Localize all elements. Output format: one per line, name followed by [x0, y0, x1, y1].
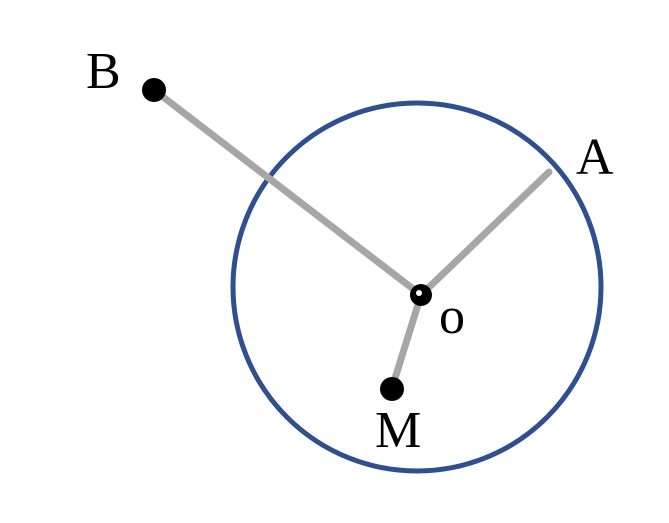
- segment-oa: [417, 168, 553, 299]
- point-b: [142, 78, 166, 102]
- label-a: A: [576, 129, 614, 186]
- label-m: M: [375, 402, 421, 459]
- segment-ob: [150, 86, 425, 299]
- point-o-center-mark: [416, 290, 422, 296]
- label-o: o: [439, 288, 465, 345]
- segment-om: [388, 291, 425, 392]
- point-m: [380, 377, 404, 401]
- circle: [230, 100, 604, 474]
- label-b: B: [86, 43, 121, 100]
